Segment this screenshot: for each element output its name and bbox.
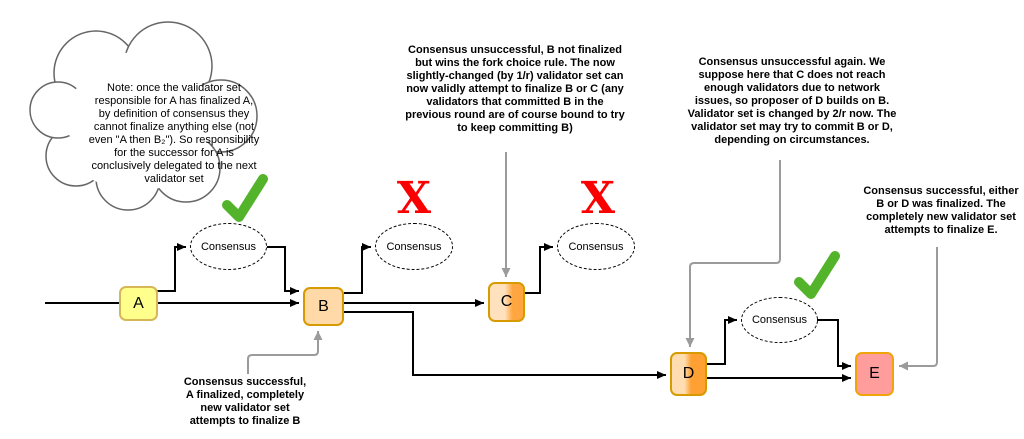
success-check-icon <box>222 174 268 222</box>
consensus-ellipse-2: Consensus <box>375 223 453 270</box>
annotation-consensus2: Consensus unsuccessful, B not finalized … <box>405 44 625 134</box>
failure-x-icon: X <box>396 173 432 224</box>
edge-b-to-d <box>344 311 666 379</box>
block-label-e: E <box>869 365 880 382</box>
success-check-icon <box>794 251 840 299</box>
block-node-e: E <box>855 352 894 396</box>
annotation-consensus1: Consensus successful, A finalized, compl… <box>183 376 307 427</box>
consensus-ellipse-3: Consensus <box>557 223 635 270</box>
block-node-d: D <box>670 352 707 396</box>
consensus-ellipse-1: Consensus <box>190 223 267 270</box>
edge-c-to-consensus3 <box>524 243 553 294</box>
block-label-a: A <box>133 294 144 312</box>
consensus-label: Consensus <box>751 314 808 326</box>
consensus-ellipse-4: Consensus <box>741 297 818 343</box>
block-label-d: D <box>682 365 695 382</box>
edge-consensus4-to-e <box>817 319 851 370</box>
block-node-b: B <box>303 287 344 326</box>
annotation-consensus3: Consensus unsuccessful again. We suppose… <box>687 56 897 146</box>
edge-consensus1-to-b <box>267 246 299 295</box>
consensus-label: Consensus <box>386 240 442 253</box>
block-label-c: C <box>500 293 513 310</box>
edge-d-to-consensus4 <box>706 316 737 365</box>
failure-x-icon: X <box>580 173 616 224</box>
block-node-c: C <box>488 282 525 322</box>
consensus-label: Consensus <box>568 240 624 253</box>
block-label-b: B <box>318 297 329 315</box>
cloud-note-text: Note: once the validator set responsible… <box>88 82 260 185</box>
callout-arrow-note3-to-d <box>685 160 781 347</box>
callout-arrow-note1-to-b <box>247 331 323 374</box>
edge-b-to-consensus2 <box>344 243 371 294</box>
annotation-consensus4: Consensus successful, either B or D was … <box>863 185 1019 236</box>
cloud-shape <box>29 21 258 211</box>
edge-a-to-consensus1 <box>157 243 186 292</box>
block-node-a: A <box>119 286 158 321</box>
consensus-label: Consensus <box>200 240 257 253</box>
callout-arrow-note4-to-e <box>899 247 938 371</box>
cloud-note: Note: once the validator set responsible… <box>28 18 260 214</box>
